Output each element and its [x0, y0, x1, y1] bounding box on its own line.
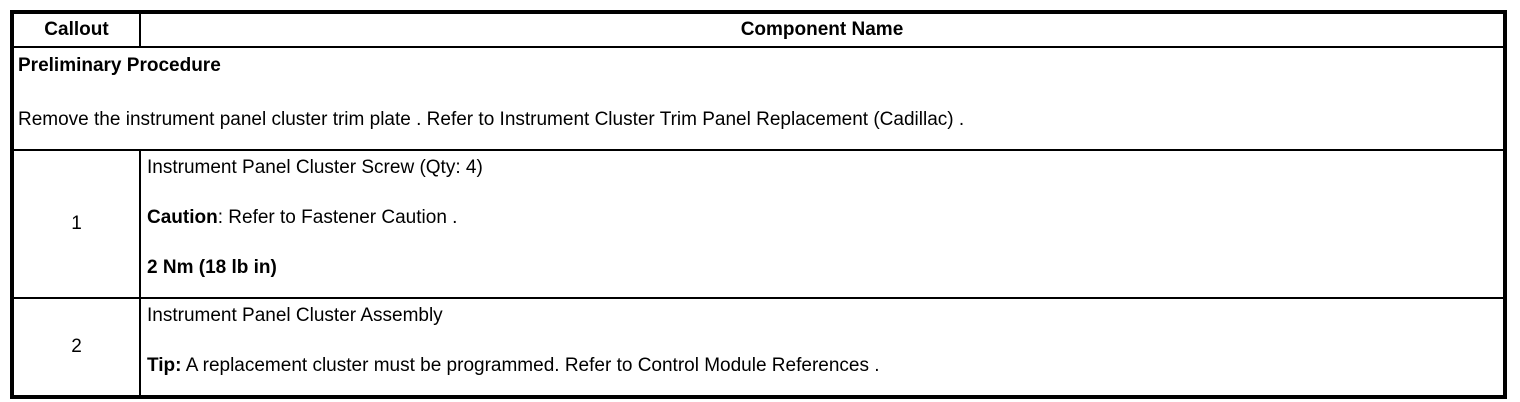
caution-note: Caution: Refer to Fastener Caution .	[147, 206, 1497, 230]
preliminary-procedure-cell: Preliminary Procedure Remove the instrum…	[11, 46, 1506, 151]
component-name-row-1: Instrument Panel Cluster Screw (Qty: 4)	[147, 157, 483, 178]
tip-note: Tip: A replacement cluster must be progr…	[147, 354, 1497, 378]
column-header-component-name: Component Name	[139, 11, 1506, 48]
table-header-row: Callout Component Name	[11, 11, 1506, 48]
preliminary-procedure-row: Preliminary Procedure Remove the instrum…	[11, 46, 1506, 151]
torque-spec: 2 Nm (18 lb in)	[147, 257, 277, 278]
table-row: 1 Instrument Panel Cluster Screw (Qty: 4…	[11, 149, 1506, 299]
tip-text: A replacement cluster must be programmed…	[181, 355, 880, 376]
column-header-callout: Callout	[11, 11, 141, 48]
callout-number-1: 1	[11, 149, 141, 299]
caution-label: Caution	[147, 207, 218, 228]
preliminary-procedure-title: Preliminary Procedure	[18, 55, 221, 76]
callout-number-2: 2	[11, 297, 141, 398]
table-row: 2 Instrument Panel Cluster Assembly Tip:…	[11, 297, 1506, 398]
caution-text: : Refer to Fastener Caution .	[217, 207, 458, 228]
tip-label: Tip:	[147, 355, 182, 376]
service-manual-page: Callout Component Name Preliminary Proce…	[10, 10, 1507, 399]
component-cell-row-1: Instrument Panel Cluster Screw (Qty: 4) …	[139, 149, 1506, 299]
preliminary-procedure-instruction: Remove the instrument panel cluster trim…	[18, 109, 965, 130]
component-name-row-2: Instrument Panel Cluster Assembly	[147, 305, 443, 326]
component-callout-table: Callout Component Name Preliminary Proce…	[10, 10, 1507, 399]
component-cell-row-2: Instrument Panel Cluster Assembly Tip: A…	[139, 297, 1506, 398]
